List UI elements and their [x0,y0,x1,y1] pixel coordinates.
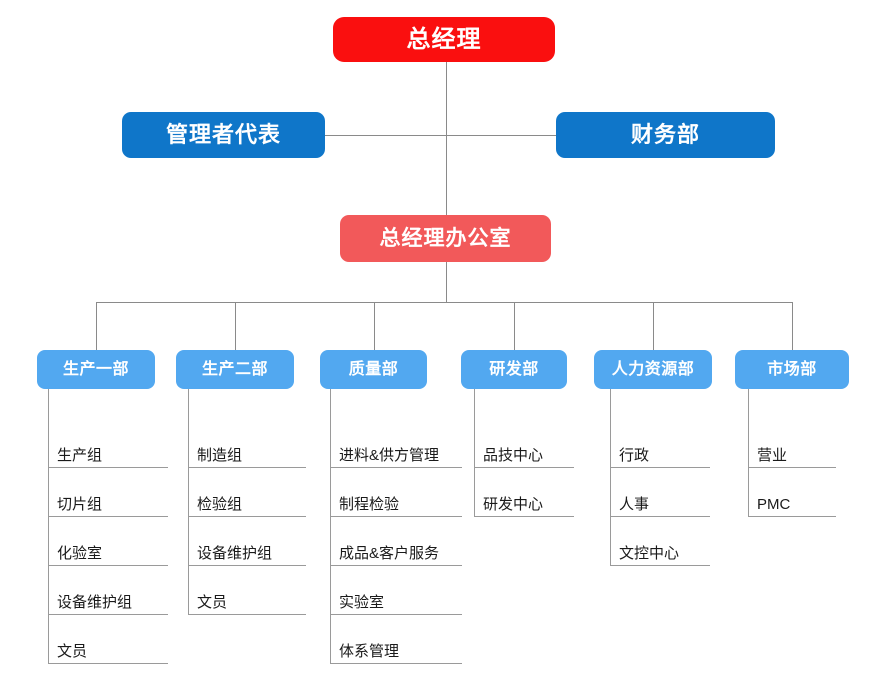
node-label: 生产一部 [62,360,129,378]
leaf-label: 切片组 [57,496,103,513]
node-label: 质量部 [348,360,399,378]
node-dept-2[interactable]: 质量部 [320,350,427,389]
leaf-item[interactable]: 设备维护组 [188,516,306,565]
connector-line [188,516,306,517]
connector-line [610,389,611,565]
connector-line [48,565,168,566]
leaf-item[interactable]: 行政 [610,418,710,467]
leaf-label: 品技中心 [483,447,544,464]
leaf-item[interactable]: 生产组 [48,418,168,467]
leaf-label: 制程检验 [339,496,400,513]
leaf-item[interactable]: 文控中心 [610,516,710,565]
node-staff-0[interactable]: 管理者代表 [122,112,325,158]
leaf-label: 进料&供方管理 [339,447,440,464]
connector-line [610,565,710,566]
leaf-label: 制造组 [197,447,243,464]
node-dept-5[interactable]: 市场部 [735,350,849,389]
leaf-item[interactable]: 文员 [188,565,306,614]
connector-line [610,467,710,468]
connector-line [48,467,168,468]
connector-line [330,467,462,468]
leaf-item[interactable]: 化验室 [48,516,168,565]
node-label: 人力资源部 [611,360,695,378]
connector-line [474,516,574,517]
connector-line [188,467,306,468]
leaf-label: 成品&客户服务 [339,545,440,562]
leaf-label: 人事 [619,496,650,513]
leaf-label: 行政 [619,447,650,464]
leaf-item[interactable]: 制程检验 [330,467,462,516]
leaf-item[interactable]: 进料&供方管理 [330,418,462,467]
leaf-label: 体系管理 [339,643,400,660]
leaf-label: 化验室 [57,545,103,562]
connector-line [96,302,792,303]
connector-line [610,516,710,517]
node-dept-1[interactable]: 生产二部 [176,350,294,389]
connector-line [446,62,447,215]
leaf-item[interactable]: 品技中心 [474,418,574,467]
connector-line [474,389,475,516]
leaf-item[interactable]: 人事 [610,467,710,516]
connector-line [748,467,836,468]
connector-line [48,663,168,664]
leaf-label: 文员 [197,594,228,611]
leaf-item[interactable]: PMC [748,467,836,516]
connector-line [474,467,574,468]
leaf-item[interactable]: 设备维护组 [48,565,168,614]
leaf-item[interactable]: 制造组 [188,418,306,467]
connector-line [188,389,189,614]
connector-line [373,302,375,350]
leaf-item[interactable]: 研发中心 [474,467,574,516]
connector-line [325,135,556,136]
connector-line [330,516,462,517]
connector-line [96,302,97,350]
node-label: 财务部 [630,122,700,147]
node-office[interactable]: 总经理办公室 [340,215,551,262]
node-label: 总经理 [406,25,482,53]
node-label: 总经理办公室 [379,227,512,250]
leaf-item[interactable]: 文员 [48,614,168,663]
connector-line [330,389,331,663]
node-dept-3[interactable]: 研发部 [461,350,567,389]
node-label: 管理者代表 [165,122,281,147]
connector-line [188,565,306,566]
node-dept-0[interactable]: 生产一部 [37,350,155,389]
leaf-item[interactable]: 切片组 [48,467,168,516]
connector-line [235,302,236,350]
node-label: 研发部 [489,360,539,378]
leaf-item[interactable]: 营业 [748,418,836,467]
leaf-label: 设备维护组 [197,545,273,562]
leaf-item[interactable]: 实验室 [330,565,462,614]
node-staff-1[interactable]: 财务部 [556,112,775,158]
leaf-label: 生产组 [57,447,103,464]
connector-line [48,516,168,517]
leaf-label: 实验室 [339,594,385,611]
connector-line [748,516,836,517]
node-label: 市场部 [767,360,817,378]
leaf-item[interactable]: 体系管理 [330,614,462,663]
leaf-item[interactable]: 检验组 [188,467,306,516]
connector-line [748,389,749,516]
leaf-label: PMC [757,496,791,513]
leaf-label: 检验组 [197,496,243,513]
leaf-label: 文控中心 [619,545,680,562]
node-label: 生产二部 [201,360,268,378]
connector-line [188,614,306,615]
leaf-label: 设备维护组 [57,594,133,611]
node-root[interactable]: 总经理 [333,17,555,62]
connector-line [330,565,462,566]
connector-line [48,614,168,615]
connector-line [792,302,793,350]
connector-line [330,614,462,615]
connector-line [330,663,462,664]
connector-line [48,389,49,663]
leaf-label: 文员 [57,643,88,660]
connector-line [514,302,515,350]
leaf-label: 研发中心 [483,496,544,513]
node-dept-4[interactable]: 人力资源部 [594,350,712,389]
connector-line [653,302,654,350]
leaf-label: 营业 [757,447,788,464]
leaf-item[interactable]: 成品&客户服务 [330,516,462,565]
connector-line [446,262,447,302]
